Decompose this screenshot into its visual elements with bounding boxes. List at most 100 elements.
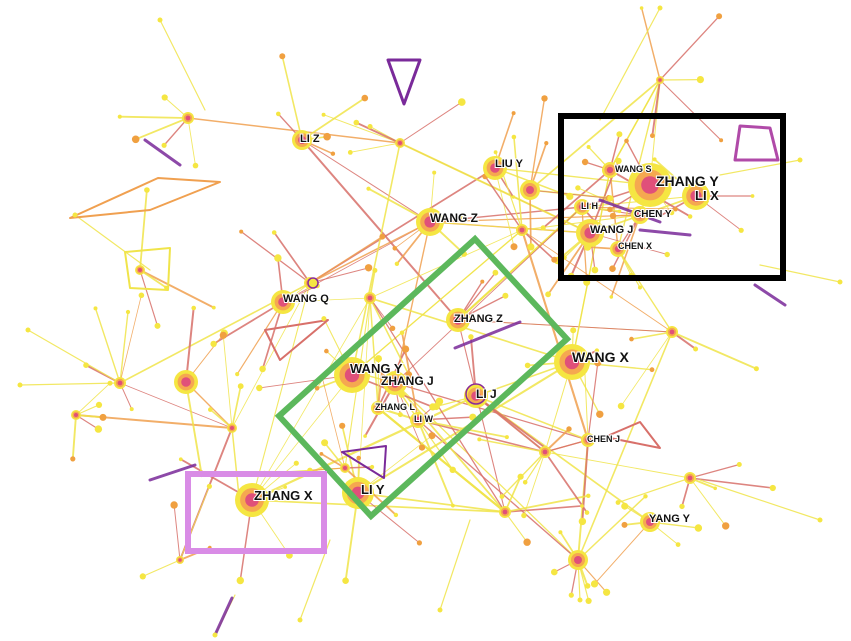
- leaf-node: [696, 76, 705, 84]
- leaf-node: [750, 194, 755, 198]
- hub-node-core: [542, 449, 548, 455]
- leaf-node: [370, 464, 375, 470]
- hub-node-core: [646, 518, 654, 526]
- leaf-node: [545, 291, 551, 298]
- clique-square: [733, 124, 780, 162]
- edge-leaf: [583, 362, 589, 441]
- label-wang-y: WANG Y: [350, 361, 403, 376]
- label-li-h: LI H: [581, 201, 598, 211]
- edge: [544, 451, 691, 479]
- leaf-node: [551, 256, 558, 263]
- edge-leaf: [523, 451, 546, 516]
- hub-node-core: [230, 426, 234, 430]
- leaf-node: [380, 365, 385, 369]
- edge-leaf: [71, 414, 77, 460]
- clique-yellow: [124, 247, 171, 291]
- edge: [301, 139, 459, 321]
- network-nodes: [17, 5, 843, 638]
- leaf-node: [219, 331, 227, 339]
- edge-leaf: [301, 97, 366, 141]
- edge-leaf: [273, 231, 311, 284]
- leaf-node: [621, 521, 628, 528]
- edge-leaf: [577, 495, 647, 561]
- leaf-node: [70, 456, 76, 462]
- leaf-node: [615, 157, 622, 165]
- leaf-node: [566, 192, 574, 200]
- hub-node-core: [298, 136, 306, 144]
- edge-leaf: [484, 175, 523, 231]
- clique-red: [604, 421, 661, 449]
- hub-node-core: [367, 295, 373, 301]
- hub-node-core: [490, 163, 500, 173]
- leaf-node: [609, 295, 614, 299]
- leaf-node: [477, 437, 482, 442]
- edge: [429, 214, 641, 223]
- edge-leaf: [587, 362, 599, 441]
- edge-leaf: [349, 142, 401, 153]
- leaf-node: [279, 53, 286, 60]
- leaf-node: [83, 362, 89, 369]
- leaf-node: [629, 336, 634, 342]
- leaf-node: [581, 158, 589, 166]
- edge-leaf: [504, 475, 522, 513]
- leaf-node: [566, 426, 572, 432]
- leaf-node: [837, 279, 843, 285]
- edge: [394, 382, 579, 561]
- edge: [544, 439, 589, 453]
- leaf-node: [437, 607, 443, 613]
- label-zhang-z: ZHANG Z: [454, 313, 503, 325]
- edge-leaf: [504, 494, 590, 513]
- edge-tendril: [439, 519, 471, 611]
- leaf-node: [321, 439, 329, 447]
- leaf-node: [367, 124, 373, 129]
- leaf-node: [402, 345, 410, 353]
- leaf-node: [125, 309, 131, 315]
- label-liu-y: LIU Y: [495, 158, 524, 170]
- edge-strong: [213, 596, 234, 637]
- leaf-node: [347, 150, 353, 155]
- leaf-node: [468, 334, 474, 340]
- edge-leaf: [142, 559, 181, 577]
- leaf-node: [392, 246, 398, 251]
- edge-leaf: [309, 267, 370, 284]
- label-wang-z: WANG Z: [430, 211, 478, 225]
- hub-node-core: [117, 380, 123, 386]
- leaf-node: [428, 432, 436, 440]
- hub-node-core: [343, 466, 347, 470]
- edge-leaf: [94, 307, 121, 384]
- edge-leaf: [323, 114, 401, 144]
- edge: [309, 221, 431, 284]
- leaf-node: [586, 493, 591, 498]
- leaf-node: [366, 186, 371, 191]
- leaf-node: [274, 254, 282, 262]
- leaf-node: [551, 568, 558, 576]
- leaf-node: [577, 597, 583, 603]
- edge-leaf: [139, 269, 167, 289]
- leaf-node: [584, 583, 591, 589]
- leaf-node: [432, 170, 437, 175]
- leaf-node: [321, 112, 326, 117]
- leaf-node: [575, 185, 581, 191]
- leaf-node: [95, 401, 103, 408]
- hub-node-core: [606, 166, 614, 174]
- edge: [301, 139, 431, 223]
- label-li-x: LI X: [695, 188, 719, 203]
- leaf-node: [544, 141, 549, 146]
- edge-leaf: [417, 416, 474, 421]
- leaf-node: [451, 503, 455, 508]
- leaf-node: [511, 134, 517, 140]
- hub-node-core: [278, 297, 288, 307]
- edge: [609, 169, 619, 250]
- edge: [357, 492, 506, 513]
- hub-node-core: [398, 141, 402, 145]
- edge-leaf: [671, 331, 758, 370]
- edge-leaf: [417, 419, 508, 438]
- edge-leaf: [179, 485, 210, 561]
- leaf-node: [624, 138, 629, 144]
- edge-leaf: [521, 229, 556, 261]
- hub-node-core: [636, 211, 644, 219]
- leaf-node: [499, 494, 505, 499]
- hub-node-core: [414, 416, 422, 424]
- edge-leaf: [524, 451, 546, 483]
- leaf-node: [797, 157, 803, 163]
